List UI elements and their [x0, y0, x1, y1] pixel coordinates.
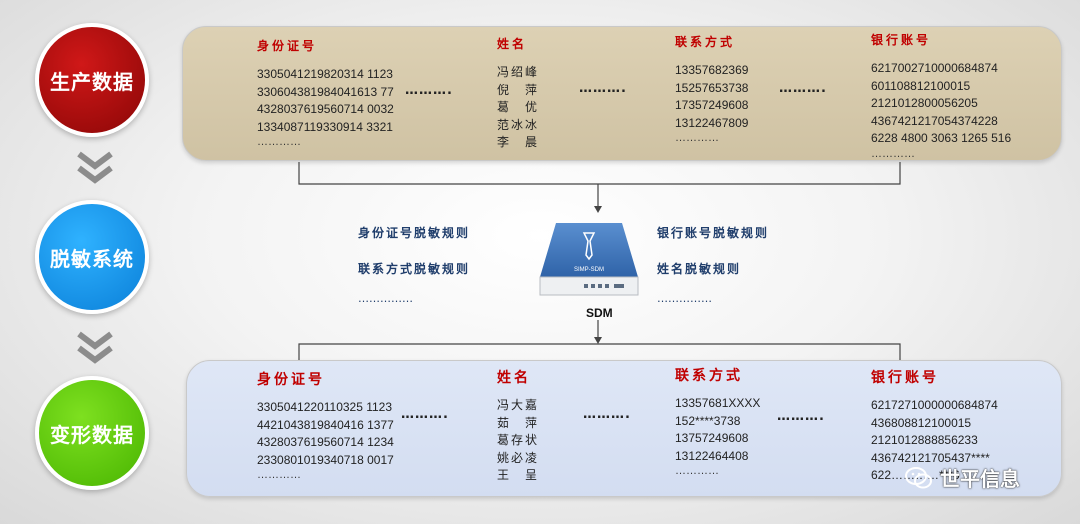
- list-item: 李 晨: [497, 135, 540, 150]
- list-item: 13122464408: [675, 448, 749, 463]
- list-item: 倪 萍: [497, 82, 540, 97]
- list-item: 葛存状: [497, 433, 540, 448]
- name-values: 冯大嘉 茹 萍 葛存状 姚必凌 王 呈: [497, 397, 539, 485]
- rule-id: 身份证号脱敏规则: [358, 226, 471, 240]
- sdm-caption: SDM: [586, 306, 613, 320]
- list-item: 王 呈: [497, 468, 540, 483]
- watermark-text: 世平信息: [940, 467, 1020, 491]
- list-item: 2330801019340718 0017: [257, 452, 394, 467]
- column-header: 银行账号: [871, 370, 939, 386]
- step-production-data: 生产数据: [35, 23, 149, 137]
- list-item: 茹 萍: [497, 415, 540, 430]
- step-transformed-data: 变形数据: [35, 376, 149, 490]
- rule-contact: 联系方式脱敏规则: [358, 262, 471, 276]
- rule-more: ……………: [358, 292, 413, 305]
- list-item: 葛 优: [497, 100, 540, 115]
- ellipsis-separator: ……….: [583, 407, 631, 422]
- wechat-icon: [905, 466, 932, 488]
- column-header: 姓名: [497, 370, 531, 386]
- column-header: 联系方式: [675, 35, 736, 49]
- list-item: 4328037619560714 0032: [257, 102, 394, 117]
- list-item: 152****3738: [675, 413, 741, 428]
- bank-column: 银行账号 6217271000000684874 436808812100015…: [871, 367, 998, 485]
- list-item: 6217271000000684874: [871, 398, 998, 412]
- id-values: 3305041219820314 1123 330604381984041613…: [257, 66, 394, 148]
- list-item: 17357249608: [675, 98, 749, 113]
- id-column: 身份证号 3305041220110325 1123 4421043819840…: [257, 369, 394, 481]
- list-item: 436808812100015: [871, 415, 972, 430]
- sdm-device-icon: SIMP-SDM: [539, 223, 639, 296]
- list-item: 2121012800056205: [871, 96, 978, 111]
- list-item: 622…………***6: [871, 468, 960, 483]
- name-column: 姓名 冯绍峰 倪 萍 葛 优 范冰冰 李 晨: [497, 35, 539, 152]
- list-item: 2121012888856233: [871, 433, 978, 448]
- list-item: 13357682369: [675, 63, 749, 77]
- transformed-data-panel: 身份证号 3305041220110325 1123 4421043819840…: [186, 360, 1062, 497]
- contact-column: 联系方式 13357681XXXX 152****3738 1375724960…: [675, 365, 760, 477]
- list-item: 13757249608: [675, 431, 749, 446]
- column-header: 身份证号: [257, 372, 325, 388]
- step-desensitization-system: 脱敏系统: [35, 200, 149, 314]
- list-item: 冯绍峰: [497, 65, 540, 79]
- device-label: SIMP-SDM: [574, 267, 604, 273]
- ellipsis-separator: ……….: [777, 409, 825, 424]
- column-header: 身份证号: [257, 39, 318, 53]
- chevron-down-icon: [77, 151, 113, 184]
- bank-column: 银行账号 6217002710000684874 601108812100015…: [871, 31, 1011, 160]
- column-header: 联系方式: [675, 368, 743, 384]
- contact-values: 13357682369 15257653738 17357249608 1312…: [675, 62, 748, 144]
- name-values: 冯绍峰 倪 萍 葛 优 范冰冰 李 晨: [497, 64, 539, 152]
- ellipsis-separator: ……….: [401, 407, 449, 422]
- step-label: 变形数据: [50, 422, 134, 447]
- column-header: 银行账号: [871, 33, 932, 47]
- ellipsis-separator: ……….: [405, 83, 453, 98]
- id-values: 3305041220110325 1123 4421043819840416 1…: [257, 399, 394, 481]
- rule-name: 姓名脱敏规则: [657, 262, 742, 276]
- more-indicator: …………: [257, 469, 301, 482]
- list-item: 436742121705437****: [871, 450, 990, 465]
- list-item: 4328037619560714 1234: [257, 435, 394, 450]
- id-column: 身份证号 3305041219820314 1123 3306043819840…: [257, 37, 394, 148]
- contact-column: 联系方式 13357682369 15257653738 17357249608…: [675, 33, 748, 144]
- list-item: 3305041220110325 1123: [257, 400, 393, 414]
- watermark: 世平信息: [904, 463, 1020, 492]
- list-item: 4421043819840416 1377: [257, 417, 394, 432]
- bank-values: 6217002710000684874 601108812100015 2121…: [871, 60, 1011, 160]
- step-label: 脱敏系统: [50, 246, 134, 271]
- ellipsis-separator: ……….: [779, 81, 827, 96]
- list-item: 6228 4800 3063 1265 516: [871, 131, 1012, 146]
- more-indicator: …………: [871, 147, 915, 160]
- list-item: 15257653738: [675, 80, 749, 95]
- list-item: 范冰冰: [497, 117, 540, 132]
- ellipsis-separator: ……….: [579, 81, 627, 96]
- list-item: 冯大嘉: [497, 398, 540, 412]
- list-item: 13357681XXXX: [675, 396, 761, 410]
- name-column: 姓名 冯大嘉 茹 萍 葛存状 姚必凌 王 呈: [497, 367, 539, 485]
- more-indicator: …………: [257, 136, 301, 149]
- step-label: 生产数据: [50, 69, 134, 94]
- list-item: 姚必凌: [497, 450, 540, 465]
- bank-values: 6217271000000684874 436808812100015 2121…: [871, 397, 998, 485]
- list-item: 13122467809: [675, 115, 749, 130]
- list-item: 330604381984041613 77: [257, 84, 394, 99]
- list-item: 1334087119330914 3321: [257, 119, 393, 134]
- column-header: 姓名: [497, 37, 528, 51]
- rule-bank: 银行账号脱敏规则: [657, 226, 770, 240]
- production-data-panel: 身份证号 3305041219820314 1123 3306043819840…: [182, 26, 1062, 161]
- list-item: 3305041219820314 1123: [257, 67, 393, 81]
- list-item: 6217002710000684874: [871, 61, 998, 75]
- list-item: 601108812100015: [871, 78, 971, 93]
- more-indicator: …………: [675, 465, 719, 478]
- rule-more: ……………: [657, 292, 712, 305]
- more-indicator: …………: [675, 132, 719, 145]
- list-item: 4367421217054374228: [871, 113, 998, 128]
- chevron-down-icon: [77, 331, 113, 364]
- contact-values: 13357681XXXX 152****3738 13757249608 131…: [675, 395, 760, 477]
